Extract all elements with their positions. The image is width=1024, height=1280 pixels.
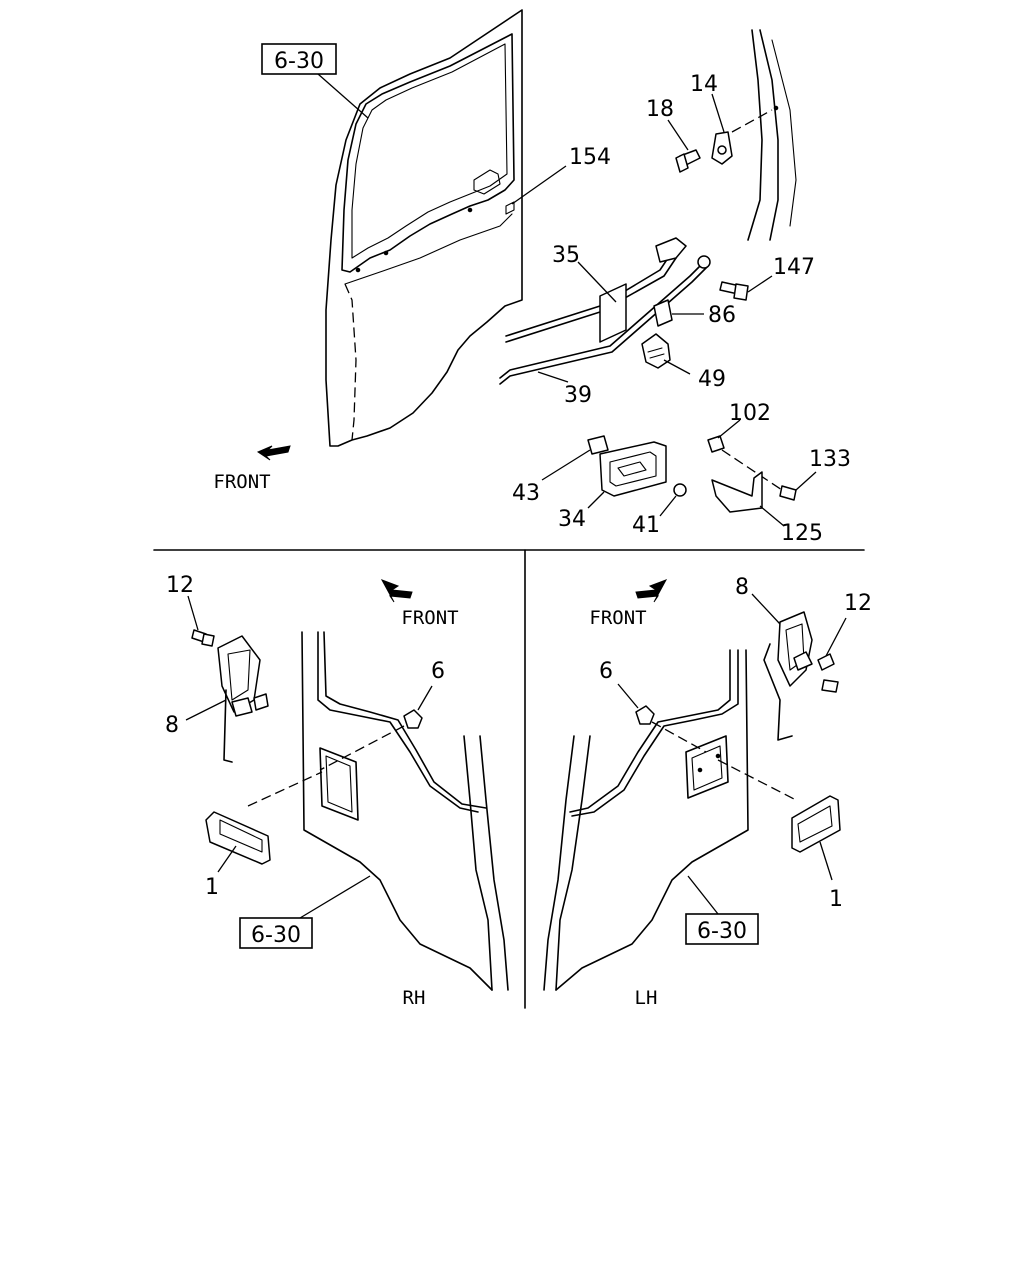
nut-part-102: 102 bbox=[707, 401, 783, 491]
lock-rods: 35 39 bbox=[499, 237, 711, 408]
screw-part-41: 41 bbox=[632, 483, 687, 538]
callout-102: 102 bbox=[729, 401, 771, 426]
clip-part-86: 86 bbox=[653, 299, 736, 328]
lh-section: FRONT 6 1 8 12 bbox=[543, 575, 872, 1009]
top-door-panel bbox=[325, 9, 523, 447]
bolt-part-133: 133 bbox=[779, 447, 851, 501]
callout-8-lh: 8 bbox=[735, 575, 749, 600]
clip-part-154: 154 bbox=[511, 145, 611, 205]
callout-12-rh: 12 bbox=[166, 573, 194, 598]
door-pillar bbox=[747, 29, 797, 241]
callout-14: 14 bbox=[690, 72, 718, 97]
top-ref-label: 6-30 bbox=[274, 49, 324, 74]
bracket-part-125: 125 bbox=[711, 471, 823, 546]
bolt-part-18: 18 bbox=[646, 97, 701, 173]
striker-part-14: 14 bbox=[690, 72, 773, 165]
callout-49: 49 bbox=[698, 367, 726, 392]
front-label-lh: FRONT bbox=[589, 607, 646, 629]
clip-part-43: 43 bbox=[512, 435, 609, 506]
callout-18: 18 bbox=[646, 97, 674, 122]
callout-1-rh: 1 bbox=[205, 875, 219, 900]
callout-154: 154 bbox=[569, 145, 611, 170]
callout-6-rh: 6 bbox=[431, 659, 445, 684]
callout-34: 34 bbox=[558, 507, 586, 532]
rh-section: FRONT 6 1 8 12 6-30 bbox=[165, 573, 509, 1009]
callout-147: 147 bbox=[773, 255, 815, 280]
callout-1-lh: 1 bbox=[829, 887, 843, 912]
callout-41: 41 bbox=[632, 513, 660, 538]
callout-6-lh: 6 bbox=[599, 659, 613, 684]
callout-133: 133 bbox=[809, 447, 851, 472]
top-ref-box: 6-30 bbox=[261, 43, 369, 119]
callout-35: 35 bbox=[552, 243, 580, 268]
bolt-part-147: 147 bbox=[719, 255, 815, 301]
rh-ref-label: 6-30 bbox=[251, 923, 301, 948]
callout-43: 43 bbox=[512, 481, 540, 506]
lh-ref-label: 6-30 bbox=[697, 919, 747, 944]
callout-125: 125 bbox=[781, 521, 823, 546]
callout-86: 86 bbox=[708, 303, 736, 328]
front-label-rh: FRONT bbox=[401, 607, 458, 629]
latch-part-49: 49 bbox=[641, 333, 726, 392]
front-label-top: FRONT bbox=[213, 471, 270, 493]
rh-side-label: RH bbox=[403, 987, 426, 1009]
callout-12-lh: 12 bbox=[844, 591, 872, 616]
lh-side-label: LH bbox=[635, 987, 658, 1009]
callout-39: 39 bbox=[564, 383, 592, 408]
front-arrow-top: FRONT bbox=[213, 445, 291, 493]
callout-8-rh: 8 bbox=[165, 713, 179, 738]
inner-handle-part-34: 34 bbox=[558, 441, 667, 532]
